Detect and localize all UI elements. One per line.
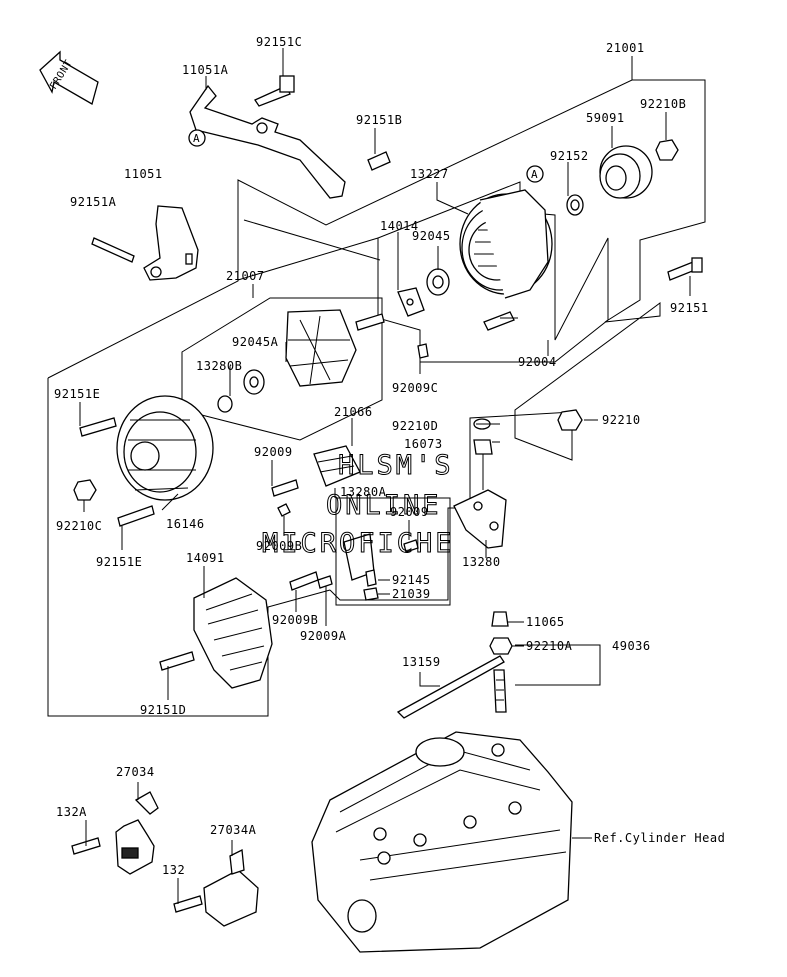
screw-92009B-top-part — [277, 503, 291, 517]
label-92151E-bottom: 92151E — [96, 555, 142, 569]
label-92009-right: 92009 — [390, 505, 429, 519]
svg-text:A: A — [193, 132, 200, 145]
relay-27034-part — [115, 791, 159, 875]
bolt-92151E-top-part — [79, 417, 117, 437]
label-13280A: 13280A — [340, 485, 387, 499]
label-92009C: 92009C — [392, 381, 438, 395]
nut-92210C-part — [73, 479, 97, 501]
plate-14014-part — [397, 287, 425, 317]
label-92210: 92210 — [602, 413, 641, 427]
label-49036: 49036 — [612, 639, 651, 653]
watermark-line1: HLSM'S — [338, 450, 454, 481]
label-92045: 92045 — [412, 229, 451, 243]
label-21007: 21007 — [226, 269, 265, 283]
label-92210D: 92210D — [392, 419, 438, 433]
cylinder-head-part — [311, 731, 573, 953]
label-27034A: 27034A — [210, 823, 257, 837]
watermark-line3: MICROFICHE — [262, 528, 455, 559]
bolt-92151B-part — [367, 151, 391, 171]
label-92009: 92009 — [254, 445, 293, 459]
label-13280B: 13280B — [196, 359, 242, 373]
nut-92210B-part — [655, 139, 679, 161]
label-21001: 21001 — [606, 41, 645, 55]
label-14091: 14091 — [186, 551, 225, 565]
label-92210C: 92210C — [56, 519, 102, 533]
lead-13159-part — [396, 655, 505, 719]
front-arrow-icon: FRONT — [39, 50, 99, 105]
callout-a-2: A — [526, 165, 544, 183]
label-14014: 14014 — [380, 219, 419, 233]
nut-92210A-part — [489, 637, 513, 655]
label-16073: 16073 — [404, 437, 443, 451]
label-92009B-top: 92009B — [256, 539, 302, 553]
part-labels: 92151C 11051A 21001 92151B 92210B 59091 … — [54, 35, 725, 877]
bolt-92151E-bottom-part — [117, 505, 155, 527]
label-16146: 16146 — [166, 517, 205, 531]
bracket-11051-part — [91, 205, 199, 281]
label-ref-cylinder-head: Ref.Cylinder Head — [594, 831, 725, 845]
glow-plug-49036-part — [493, 669, 507, 713]
pulley-59091-part — [599, 145, 653, 199]
label-59091: 59091 — [586, 111, 625, 125]
relay-27034A-part — [203, 848, 259, 927]
label-92151B: 92151B — [356, 113, 402, 127]
label-27034: 27034 — [116, 765, 155, 779]
bolt-92151D-part — [159, 651, 195, 671]
label-92151E-top: 92151E — [54, 387, 100, 401]
terminal-16073-part — [473, 439, 493, 490]
label-132: 132 — [162, 863, 185, 877]
screw-92009A-part — [317, 575, 333, 589]
bearing-92045-part — [426, 268, 450, 296]
label-13227: 13227 — [410, 167, 449, 181]
screw-132-part — [173, 895, 203, 913]
bolt-92151-part — [667, 257, 703, 281]
leader-lines — [79, 48, 691, 904]
label-11065: 11065 — [526, 615, 565, 629]
label-92145: 92145 — [392, 573, 431, 587]
cover-14091-part — [193, 577, 273, 689]
label-92151C: 92151C — [256, 35, 302, 49]
label-92151: 92151 — [670, 301, 709, 315]
label-92152: 92152 — [550, 149, 589, 163]
rotor-21007-part — [217, 309, 385, 413]
label-92009B-bottom: 92009B — [272, 613, 318, 627]
label-21039: 21039 — [392, 587, 431, 601]
svg-text:A: A — [531, 168, 538, 181]
spacer-92152-part — [566, 194, 584, 216]
label-11051A: 11051A — [182, 63, 229, 77]
bracket-11051A-part — [189, 75, 346, 199]
frame-16146-part — [116, 395, 214, 501]
label-92151D: 92151D — [140, 703, 186, 717]
label-13159: 13159 — [402, 655, 441, 669]
plate-13280-part — [453, 489, 507, 549]
nut-92210-part — [557, 409, 583, 431]
screw-92009B-bottom-part — [289, 571, 319, 591]
callout-a-1: A — [188, 129, 206, 147]
screw-92009C-part — [417, 343, 429, 359]
label-92004: 92004 — [518, 355, 557, 369]
label-92210B: 92210B — [640, 97, 686, 111]
screw-92009-right-part — [403, 539, 419, 553]
stud-92004-part — [483, 311, 515, 331]
label-11051: 11051 — [124, 167, 163, 181]
brush-holder-part — [343, 533, 379, 601]
watermark: HLSM'S ONLINE MICROFICHE — [262, 450, 455, 560]
label-21066: 21066 — [334, 405, 373, 419]
label-92009A: 92009A — [300, 629, 347, 643]
label-92151A: 92151A — [70, 195, 117, 209]
label-13280: 13280 — [462, 555, 501, 569]
regulator-21066-part — [313, 445, 361, 487]
cap-11065-part — [491, 611, 509, 627]
label-92210A: 92210A — [526, 639, 573, 653]
label-92045A: 92045A — [232, 335, 279, 349]
label-132A: 132A — [56, 805, 87, 819]
screw-92009-part — [271, 479, 299, 497]
housing-13227-part — [459, 189, 553, 299]
watermark-line2: ONLINE — [326, 490, 442, 521]
